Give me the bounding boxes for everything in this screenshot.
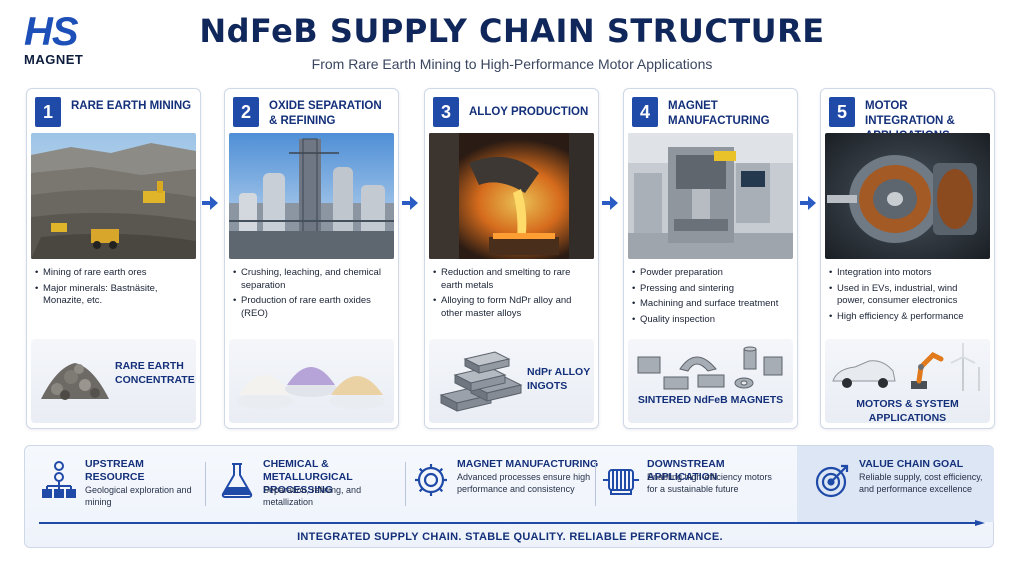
summary-item-processing: CHEMICAL & METALLURGICAL PROCESSING Sepa… xyxy=(217,454,412,514)
bullet: Machining and surface treatment xyxy=(632,298,791,311)
bullet: High efficiency & performance xyxy=(829,311,988,324)
divider xyxy=(595,462,596,506)
stage-number: 5 xyxy=(829,97,855,127)
product-label: RARE EARTH CONCENTRATE xyxy=(115,360,195,386)
bullet: Quality inspection xyxy=(632,314,791,327)
stage-header: 1 RARE EARTH MINING xyxy=(35,97,194,131)
bullet: Powder preparation xyxy=(632,267,791,280)
pressing-machine-photo xyxy=(628,133,793,259)
summary-bar: UPSTREAM RESOURCE Geological exploration… xyxy=(24,445,994,548)
product-label: MOTORS & SYSTEM APPLICATIONS xyxy=(856,398,959,424)
stage-product: NdPr ALLOY INGOTS xyxy=(429,339,594,423)
divider xyxy=(205,462,206,506)
stage-header: 2 OXIDE SEPARATION & REFINING xyxy=(233,97,392,131)
stage-bullets: Integration into motors Used in EVs, ind… xyxy=(829,267,988,326)
stage-header: 3 ALLOY PRODUCTION xyxy=(433,97,592,131)
summary-title: CHEMICAL & METALLURGICAL PROCESSING xyxy=(263,458,353,496)
stage-title: MAGNET MANUFACTURING xyxy=(668,100,770,127)
summary-desc: Geological exploration and mining xyxy=(85,485,192,507)
arrow-right-icon xyxy=(402,196,418,210)
stage-card-5: 5 MOTOR INTEGRATION & APPLICATIONS Integ… xyxy=(820,88,995,429)
stage-number: 4 xyxy=(632,97,658,127)
stage-title: RARE EARTH MINING xyxy=(71,100,192,112)
summary-desc: Advanced processes ensure high performan… xyxy=(457,472,591,494)
stage-bullets: Reduction and smelting to rare earth met… xyxy=(433,267,592,323)
arrow-right-icon xyxy=(202,196,218,210)
metal-ingots-icon xyxy=(439,351,523,412)
stage-number: 2 xyxy=(233,97,259,127)
motor-icon xyxy=(603,469,639,495)
summary-title: UPSTREAM RESOURCE xyxy=(85,458,145,483)
arrow-right-icon xyxy=(602,196,618,210)
stage-number: 1 xyxy=(35,97,61,127)
oxide-powder-bowls-icon xyxy=(237,367,385,409)
summary-item-upstream: UPSTREAM RESOURCE Geological exploration… xyxy=(39,454,209,514)
hs-magnet-logo: HS MAGNET xyxy=(24,12,110,68)
stage-card-3: 3 ALLOY PRODUCTION Reduction and smeltin… xyxy=(424,88,599,429)
summary-item-downstream: DOWNSTREAM APPLICATION Enabling high-eff… xyxy=(601,454,797,514)
page-subtitle: From Rare Earth Mining to High-Performan… xyxy=(311,56,713,72)
sintered-magnets-icon xyxy=(637,346,783,390)
summary-title: MAGNET MANUFACTURING xyxy=(457,458,599,470)
ore-pile-icon xyxy=(41,363,109,400)
target-icon xyxy=(815,464,849,498)
stage-product: MOTORS & SYSTEM APPLICATIONS xyxy=(825,339,990,424)
summary-desc: Enabling high-efficiency motors for a su… xyxy=(647,472,772,494)
bullet: Crushing, leaching, and chemical separat… xyxy=(233,267,392,292)
stage-bullets: Mining of rare earth ores Major minerals… xyxy=(35,267,194,311)
stage-product: SINTERED NdFeB MAGNETS xyxy=(628,339,793,423)
timeline-arrow xyxy=(39,520,985,526)
stage-card-2: 2 OXIDE SEPARATION & REFINING Crushing, … xyxy=(224,88,399,429)
bullet: Pressing and sintering xyxy=(632,283,791,296)
divider xyxy=(405,462,406,506)
bullet: Production of rare earth oxides (REO) xyxy=(233,295,392,320)
stage-title: ALLOY PRODUCTION xyxy=(469,106,589,118)
bullet: Major minerals: Bastnäsite, Monazite, et… xyxy=(35,283,194,308)
bullet: Mining of rare earth ores xyxy=(35,267,194,280)
summary-desc: Separation, refining, and metallization xyxy=(263,485,362,507)
electric-motor-photo xyxy=(825,133,990,259)
hierarchy-icon xyxy=(42,461,76,498)
molten-metal-pour-photo xyxy=(429,133,594,259)
stage-product xyxy=(229,339,394,423)
product-label: NdPr ALLOY INGOTS xyxy=(527,366,591,392)
stage-header: 4 MAGNET MANUFACTURING xyxy=(632,97,791,131)
bullet: Integration into motors xyxy=(829,267,988,280)
bullet: Alloying to form NdPr alloy and other ma… xyxy=(433,295,592,320)
bullet: Reduction and smelting to rare earth met… xyxy=(433,267,592,292)
stage-title: OXIDE SEPARATION & REFINING xyxy=(269,100,382,127)
refinery-plant-photo xyxy=(229,133,394,259)
stage-bullets: Powder preparation Pressing and sinterin… xyxy=(632,267,791,329)
logo-brand: HS xyxy=(24,10,79,54)
summary-title: VALUE CHAIN GOAL xyxy=(859,458,964,470)
summary-item-goal: VALUE CHAIN GOAL Reliable supply, cost e… xyxy=(813,454,993,514)
tagline: INTEGRATED SUPPLY CHAIN. STABLE QUALITY.… xyxy=(297,531,723,543)
ev-robot-wind-icon xyxy=(832,343,980,391)
stage-product: RARE EARTH CONCENTRATE xyxy=(31,339,196,423)
arrow-right-icon xyxy=(800,196,816,210)
stage-card-4: 4 MAGNET MANUFACTURING Powder preparatio… xyxy=(623,88,798,429)
gear-icon xyxy=(415,464,447,496)
stage-header: 5 MOTOR INTEGRATION & APPLICATIONS xyxy=(829,97,988,142)
stage-card-1: 1 RARE EARTH MINING Mining of rare earth… xyxy=(26,88,201,429)
summary-desc: Reliable supply, cost efficiency, and pe… xyxy=(859,472,983,494)
flask-icon xyxy=(221,463,253,498)
stage-bullets: Crushing, leaching, and chemical separat… xyxy=(233,267,392,323)
open-pit-mine-photo xyxy=(31,133,196,259)
bullet: Used in EVs, industrial, wind power, con… xyxy=(829,283,988,308)
stage-number: 3 xyxy=(433,97,459,127)
logo-sub: MAGNET xyxy=(24,52,84,67)
page-title: NdFeB SUPPLY CHAIN STRUCTURE xyxy=(199,12,825,50)
summary-title: DOWNSTREAM APPLICATION xyxy=(647,458,725,483)
product-label: SINTERED NdFeB MAGNETS xyxy=(637,394,784,406)
summary-item-magnet: MAGNET MANUFACTURING Advanced processes … xyxy=(411,454,611,514)
